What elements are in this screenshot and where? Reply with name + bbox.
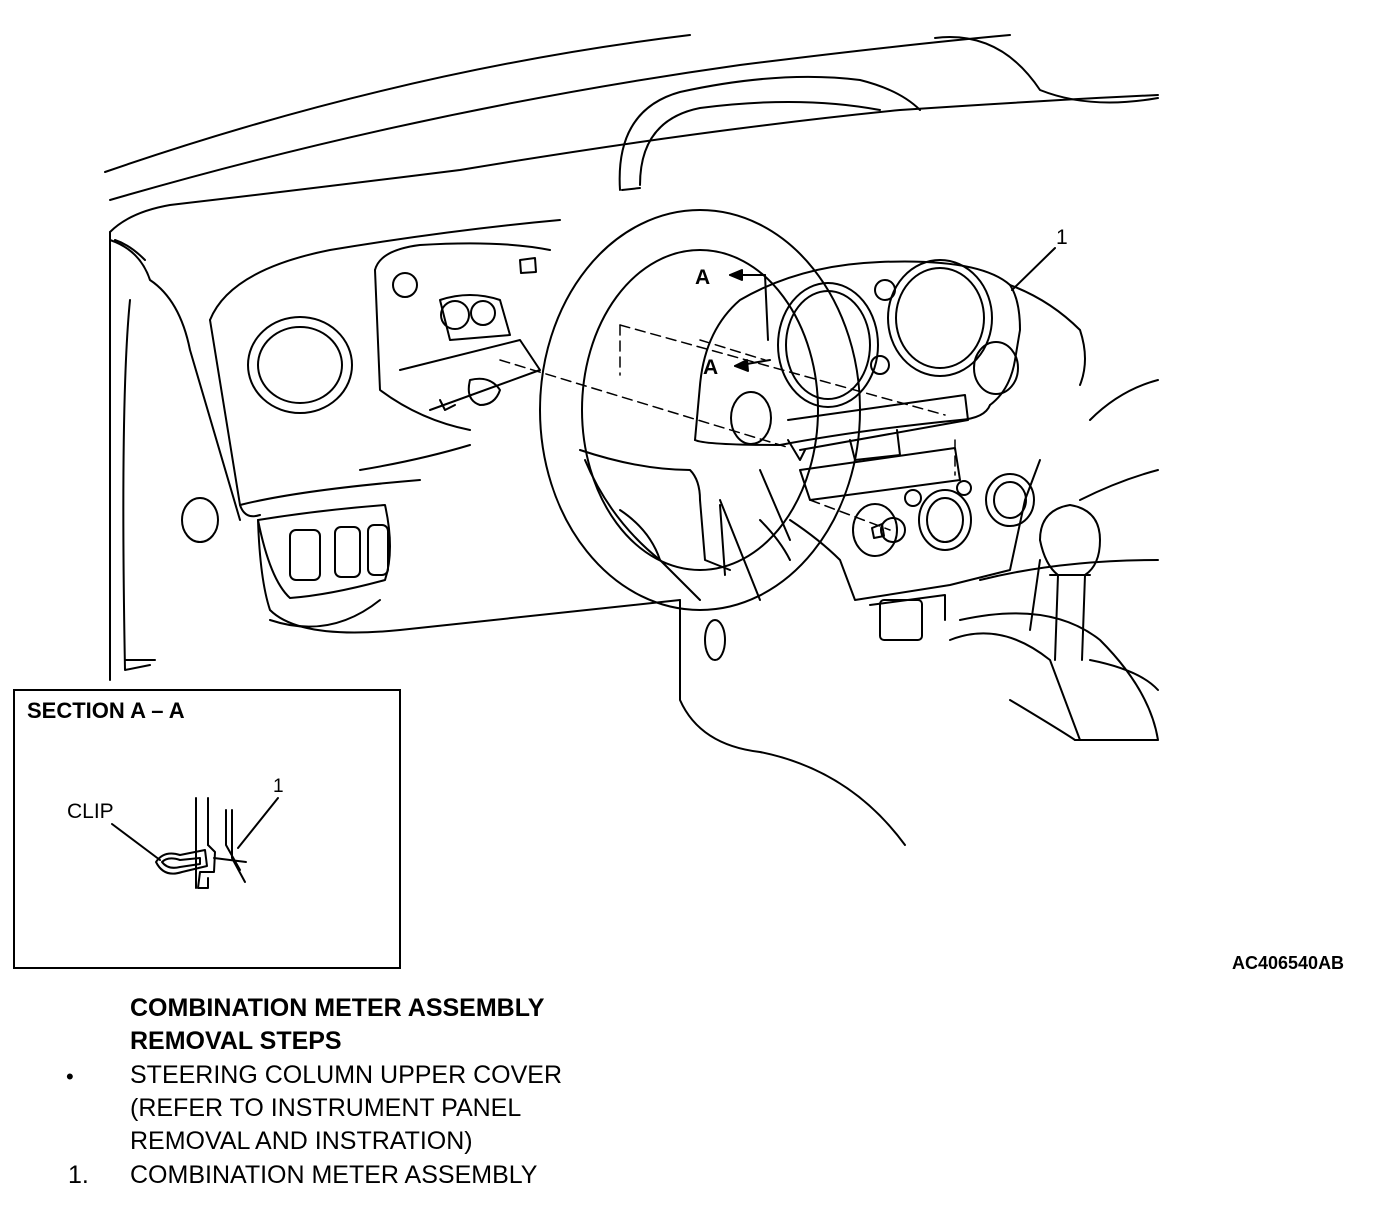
dash-panel-outline — [209, 219, 906, 846]
shift-lever — [1039, 469, 1159, 661]
steps-heading-line2: REMOVAL STEPS — [130, 1027, 342, 1055]
switch-panel — [257, 504, 391, 628]
dash-bracket-area — [374, 242, 551, 431]
center-console — [789, 447, 1041, 641]
section-a-a-inset — [13, 689, 401, 969]
steps-heading-line1: COMBINATION METER ASSEMBLY — [130, 994, 545, 1022]
step-pre-line2: (REFER TO INSTRUMENT PANEL — [130, 1094, 522, 1122]
section-a-label-lower: A — [703, 356, 719, 379]
installation-phantom-lines — [499, 324, 956, 531]
step-bullet: • — [66, 1064, 74, 1089]
section-a-label-upper: A — [695, 266, 711, 289]
steering-column — [704, 469, 791, 661]
step-1-number: 1. — [68, 1161, 89, 1189]
section-clip-drawing — [111, 797, 279, 889]
meter-hood-outline — [618, 75, 921, 191]
step-1-text: COMBINATION METER ASSEMBLY — [130, 1161, 538, 1189]
combination-meter-assembly — [694, 259, 1086, 461]
part-1-leader-line — [1011, 247, 1056, 291]
left-air-vent — [181, 316, 353, 543]
clip-label: CLIP — [67, 800, 114, 823]
figure-code: AC406540AB — [1232, 953, 1345, 973]
dashboard-top-outline — [104, 34, 1159, 233]
part-1-callout: 1 — [1056, 226, 1068, 249]
floor-console — [949, 379, 1159, 741]
step-pre-line1: STEERING COLUMN UPPER COVER — [130, 1061, 563, 1089]
section-a-a-title: SECTION A – A — [27, 698, 185, 723]
left-pillar-outline — [109, 231, 241, 681]
step-pre-line3: REMOVAL AND INSTRATION) — [130, 1127, 473, 1155]
section-arrows — [729, 269, 771, 372]
section-part-1-callout: 1 — [273, 776, 284, 797]
